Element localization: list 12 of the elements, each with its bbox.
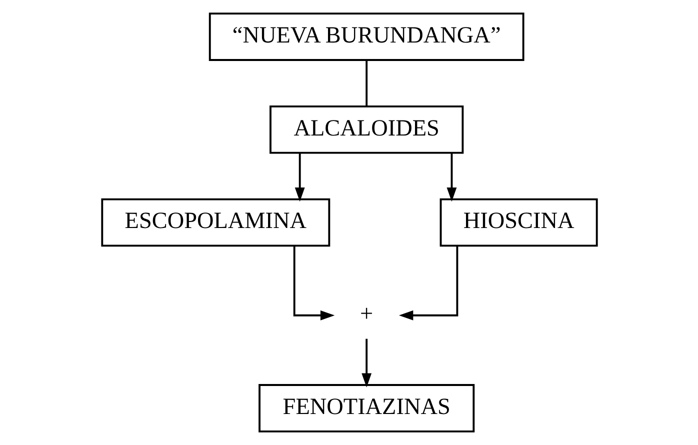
arrow [292, 246, 334, 320]
node-text: + [360, 301, 373, 328]
arrow [361, 338, 372, 388]
node-box: HIOSCINA [439, 198, 598, 247]
arrow [398, 246, 458, 320]
node-box: “NUEVA BURUNDANGA” [208, 12, 524, 61]
connector [365, 60, 368, 106]
node-box: ALCALOIDES [269, 105, 464, 154]
arrow [446, 153, 456, 202]
arrow [294, 153, 304, 202]
node-box: ESCOPOLAMINA [100, 198, 330, 247]
node-box: FENOTIAZINAS [258, 384, 474, 432]
